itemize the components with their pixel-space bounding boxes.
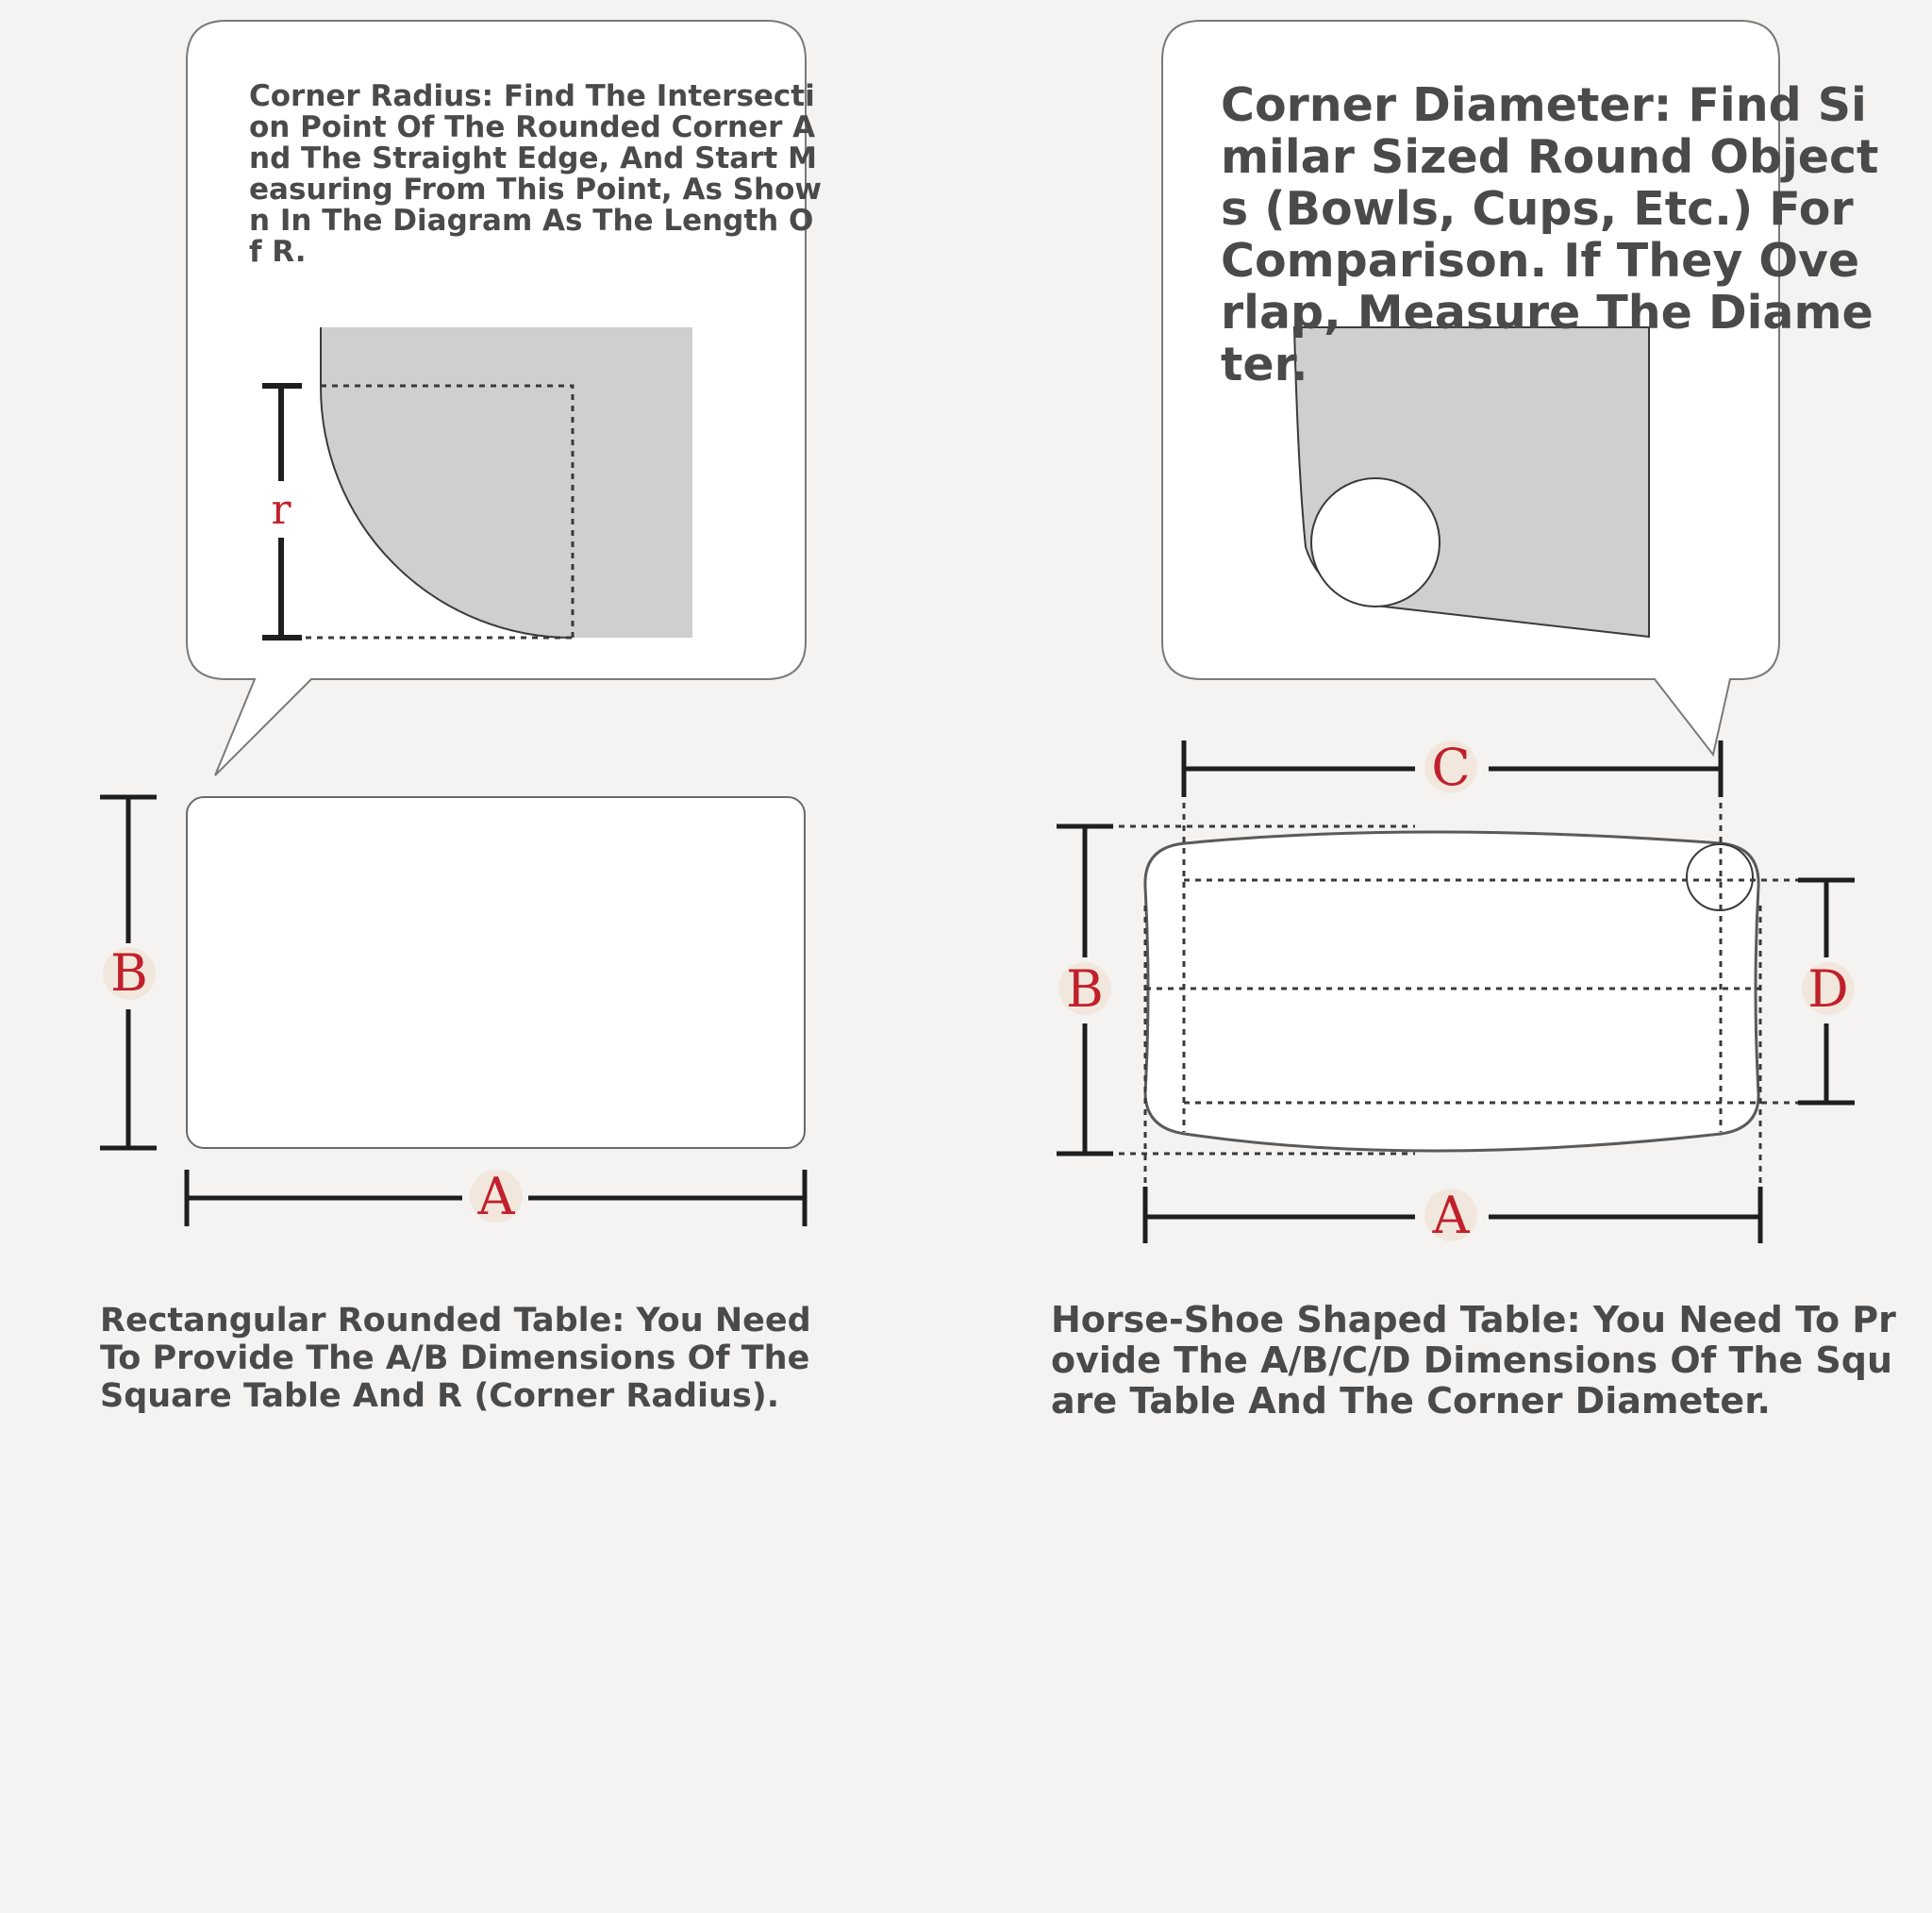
horseshoe-dimension-b	[1057, 823, 1113, 1156]
horseshoe-b-label: B	[1066, 959, 1104, 1019]
horseshoe-d-label-bg	[1802, 962, 1855, 1015]
rect-dimension-b	[100, 794, 157, 1151]
horseshoe-a-label-bg	[1424, 1189, 1477, 1241]
horseshoe-c-label-bg	[1424, 740, 1477, 793]
horseshoe-dimension-a	[1142, 1187, 1763, 1243]
rect-a-label: A	[477, 1167, 516, 1226]
horseshoe-dimension-c	[1181, 740, 1724, 797]
horseshoe-c-label: C	[1431, 738, 1470, 797]
horseshoe-d-label: D	[1807, 959, 1848, 1019]
rect-table-caption: Rectangular Rounded Table: You Need To P…	[100, 1302, 811, 1415]
r-dimension	[262, 383, 302, 640]
horseshoe-table-caption: Horse-Shoe Shaped Table: You Need To Pro…	[1051, 1299, 1896, 1422]
comparison-circle	[1310, 477, 1441, 607]
horseshoe-dimension-d	[1798, 877, 1855, 1106]
horseshoe-table	[1143, 830, 1760, 1153]
rect-table	[186, 796, 806, 1149]
corner-radius-guide	[321, 384, 575, 638]
rect-b-label-bg	[103, 947, 156, 1000]
rect-b-label: B	[110, 943, 148, 1003]
corner-radius-arc	[320, 327, 573, 639]
horseshoe-a-label: A	[1432, 1186, 1471, 1245]
horseshoe-b-label-bg	[1058, 962, 1111, 1015]
horseshoe-guides	[1085, 769, 1849, 1226]
corner-radius-shape	[321, 327, 692, 638]
rect-dimension-a	[184, 1170, 808, 1226]
rect-a-label-bg	[470, 1170, 523, 1223]
corner-radius-instructions: Corner Radius: Find The Intersection Poi…	[249, 79, 823, 269]
r-label: r	[271, 486, 291, 534]
corner-diameter-instructions: Corner Diameter: Find Similar Sized Roun…	[1221, 78, 1879, 391]
